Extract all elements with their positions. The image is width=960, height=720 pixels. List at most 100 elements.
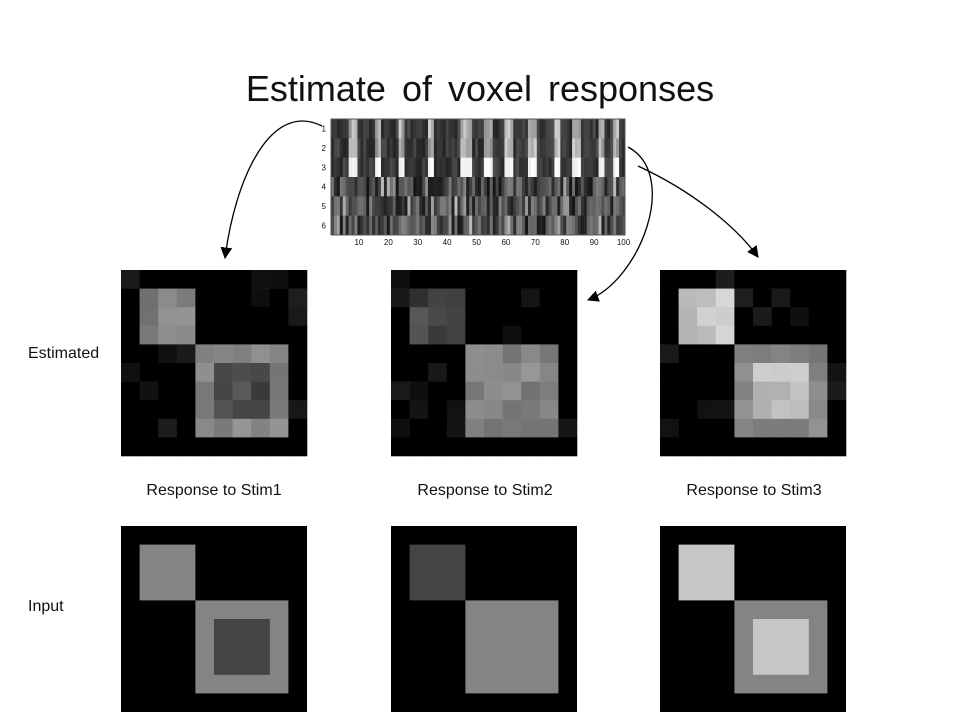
matrix-cell (557, 196, 561, 216)
matrix-cell (572, 196, 576, 216)
matrix-cell (466, 138, 470, 158)
matrix-cell (445, 138, 449, 158)
matrix-cell (478, 157, 482, 178)
matrix-cell (586, 119, 591, 139)
voxel-cell (176, 344, 196, 364)
large-square-inner (484, 619, 540, 675)
voxel-cell (391, 307, 410, 327)
matrix-cell (442, 215, 446, 236)
voxel-cell (521, 288, 541, 308)
voxel-cell (715, 400, 735, 420)
matrix-cell (369, 157, 373, 178)
matrix-cell (604, 215, 608, 236)
voxel-cell (753, 288, 772, 308)
matrix-cell (457, 157, 461, 178)
matrix-cell (616, 177, 620, 197)
matrix-cell (460, 196, 464, 216)
matrix-cell (533, 119, 538, 139)
matrix-cell (348, 215, 352, 236)
matrix-cell (560, 157, 564, 178)
matrix-cell (363, 157, 367, 178)
matrix-cell (439, 177, 444, 197)
matrix-col-tick: 100 (617, 238, 631, 247)
large-square-inner (214, 619, 270, 675)
voxel-cell (753, 381, 772, 401)
voxel-cell (521, 381, 541, 401)
voxel-cell (232, 381, 252, 401)
voxel-cell (484, 400, 503, 420)
matrix-cell (339, 177, 344, 197)
matrix-cell (527, 177, 532, 197)
matrix-cell (504, 119, 508, 139)
matrix-cell (480, 177, 485, 197)
matrix-cell (542, 177, 546, 197)
matrix-cell (504, 196, 508, 216)
matrix-cell (522, 119, 526, 139)
matrix-cell (357, 177, 361, 197)
voxel-cell (446, 307, 466, 327)
arrow-to-stim1 (220, 120, 323, 260)
matrix-cell (339, 215, 344, 236)
matrix-cell (551, 196, 555, 216)
matrix-cell (413, 177, 417, 197)
matrix-cell (495, 215, 499, 236)
voxel-cell (558, 400, 578, 420)
voxel-cell (753, 400, 772, 420)
voxel-cell (232, 325, 252, 345)
matrix-cell (354, 215, 358, 236)
matrix-cell (533, 196, 538, 216)
voxel-cell (502, 418, 522, 438)
voxel-cell (558, 381, 578, 401)
voxel-cell (734, 418, 754, 438)
matrix-cell (369, 177, 373, 197)
matrix-cell (545, 215, 549, 236)
voxel-cell (121, 307, 140, 327)
voxel-cell (678, 344, 698, 364)
matrix-cell (378, 177, 382, 197)
voxel-cell (139, 363, 159, 382)
voxel-cell (121, 437, 140, 457)
matrix-cell (457, 138, 461, 158)
matrix-cell (560, 119, 564, 139)
matrix-cell (469, 138, 473, 158)
matrix-cell (345, 196, 349, 216)
matrix-cell (389, 138, 394, 158)
voxel-cell (734, 400, 754, 420)
matrix-cell (345, 119, 349, 139)
matrix-col-tick: 10 (354, 238, 363, 247)
voxel-cell (502, 288, 522, 308)
matrix-cell (366, 138, 370, 158)
matrix-cell (619, 119, 623, 139)
voxel-cell (446, 400, 466, 420)
matrix-cell (563, 177, 567, 197)
voxel-cell (232, 307, 252, 327)
matrix-cell (610, 196, 614, 216)
matrix-cell (513, 138, 517, 158)
voxel-cell (715, 288, 735, 308)
matrix-cell (601, 215, 605, 236)
matrix-cell (422, 196, 426, 216)
voxel-cell (790, 288, 810, 308)
voxel-cell (139, 381, 159, 401)
voxel-cell (827, 400, 847, 420)
matrix-cell (619, 196, 623, 216)
voxel-cell (753, 418, 772, 438)
matrix-cell (454, 119, 458, 139)
matrix-cell (369, 138, 373, 158)
matrix-cell (486, 177, 491, 197)
matrix-cell (360, 138, 364, 158)
matrix-cell (351, 157, 355, 178)
matrix-cell (536, 157, 541, 178)
matrix-cell (501, 215, 505, 236)
voxel-cell (214, 288, 233, 308)
matrix-cell (616, 157, 620, 178)
matrix-cell (416, 157, 420, 178)
voxel-cell (484, 437, 503, 457)
small-square (139, 544, 196, 601)
matrix-cell (501, 196, 505, 216)
matrix-cell (439, 196, 444, 216)
matrix-cell (354, 138, 358, 158)
voxel-cell (539, 325, 559, 345)
voxel-cell (232, 437, 252, 457)
matrix-col-tick: 90 (590, 238, 599, 247)
